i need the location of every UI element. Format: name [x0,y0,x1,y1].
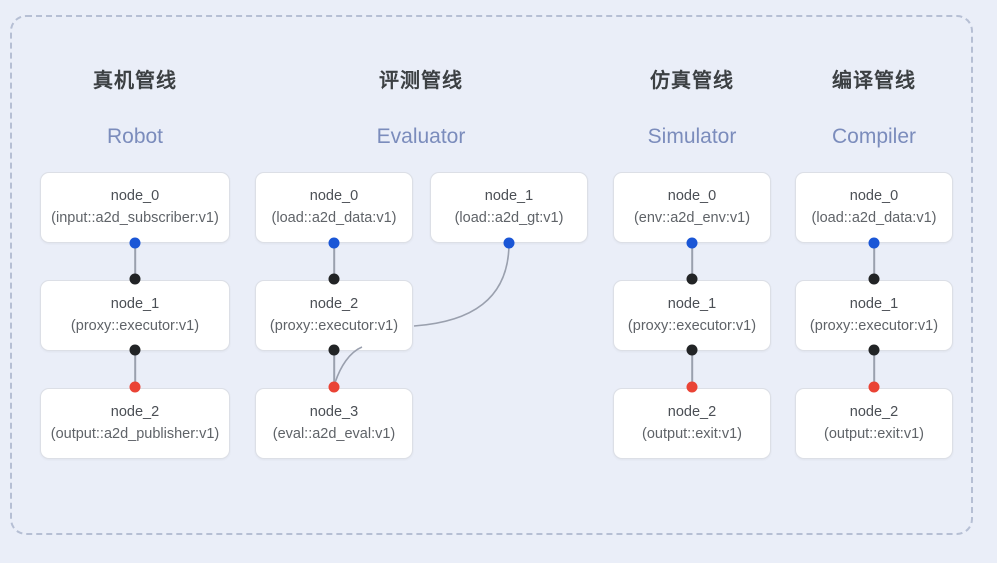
link-sim-0-1 [691,243,693,279]
port-input-compiler-1[interactable] [868,273,880,285]
link-eval-0-2 [333,243,335,279]
node-robot-1[interactable]: node_1 (proxy::executor:v1) [40,280,230,351]
node-spec: (load::a2d_data:v1) [811,209,937,226]
link-robot-1-2 [134,351,136,387]
node-evaluator-gt[interactable]: node_1 (load::a2d_gt:v1) [430,172,588,243]
node-name: node_1 [484,188,534,205]
node-spec: (proxy::executor:v1) [627,317,757,334]
port-input-simulator-2[interactable] [686,381,698,393]
node-spec: (output::exit:v1) [824,425,924,442]
column-subtitle-robot: Robot [106,125,164,148]
node-spec: (load::a2d_gt:v1) [454,209,564,226]
column-subtitle-simulator: Simulator [647,125,737,148]
column-title-compiler: 编译管线 [832,70,916,92]
node-spec: (proxy::executor:v1) [70,317,200,334]
column-subtitle-compiler: Compiler [831,125,917,148]
node-name: node_1 [110,296,160,313]
node-simulator-0[interactable]: node_0 (env::a2d_env:v1) [613,172,771,243]
node-name: node_2 [110,404,160,421]
node-simulator-1[interactable]: node_1 (proxy::executor:v1) [613,280,771,351]
port-output-robot-0[interactable] [129,237,141,249]
port-output-evaluator-gt[interactable] [503,237,515,249]
node-robot-2[interactable]: node_2 (output::a2d_publisher:v1) [40,388,230,459]
node-spec: (load::a2d_data:v1) [271,209,397,226]
link-robot-0-1 [134,243,136,279]
column-title-evaluator: 评测管线 [379,70,463,92]
port-output-robot-1[interactable] [129,344,141,356]
node-robot-0[interactable]: node_0 (input::a2d_subscriber:v1) [40,172,230,243]
link-sim-1-2 [691,351,693,387]
port-input-simulator-1[interactable] [686,273,698,285]
port-output-simulator-1[interactable] [686,344,698,356]
node-name: node_0 [309,188,359,205]
port-input-compiler-2[interactable] [868,381,880,393]
node-name: node_0 [110,188,160,205]
node-compiler-0[interactable]: node_0 (load::a2d_data:v1) [795,172,953,243]
node-spec: (input::a2d_subscriber:v1) [51,209,219,226]
node-compiler-1[interactable]: node_1 (proxy::executor:v1) [795,280,953,351]
node-name: node_1 [667,296,717,313]
pipeline-group-frame [10,15,973,535]
node-name: node_1 [849,296,899,313]
column-subtitle-evaluator: Evaluator [376,125,466,148]
node-simulator-2[interactable]: node_2 (output::exit:v1) [613,388,771,459]
node-compiler-2[interactable]: node_2 (output::exit:v1) [795,388,953,459]
port-output-compiler-1[interactable] [868,344,880,356]
link-comp-1-2 [873,351,875,387]
node-name: node_2 [849,404,899,421]
node-name: node_2 [309,296,359,313]
node-spec: (proxy::executor:v1) [809,317,939,334]
port-output-simulator-0[interactable] [686,237,698,249]
node-evaluator-2[interactable]: node_2 (proxy::executor:v1) [255,280,413,351]
node-name: node_0 [667,188,717,205]
column-title-simulator: 仿真管线 [650,70,734,92]
port-input-robot-1[interactable] [129,273,141,285]
node-name: node_0 [849,188,899,205]
node-spec: (env::a2d_env:v1) [633,209,751,226]
link-comp-0-1 [873,243,875,279]
port-input-robot-2[interactable] [129,381,141,393]
node-evaluator-0[interactable]: node_0 (load::a2d_data:v1) [255,172,413,243]
port-output-evaluator-0[interactable] [328,237,340,249]
port-input-evaluator-2[interactable] [328,273,340,285]
node-spec: (proxy::executor:v1) [269,317,399,334]
port-output-evaluator-2[interactable] [328,344,340,356]
port-input-evaluator-3[interactable] [328,381,340,393]
node-evaluator-3[interactable]: node_3 (eval::a2d_eval:v1) [255,388,413,459]
column-title-robot: 真机管线 [93,70,177,92]
node-spec: (eval::a2d_eval:v1) [272,425,396,442]
node-spec: (output::a2d_publisher:v1) [50,425,220,442]
node-name: node_2 [667,404,717,421]
node-spec: (output::exit:v1) [642,425,742,442]
port-output-compiler-0[interactable] [868,237,880,249]
node-name: node_3 [309,404,359,421]
